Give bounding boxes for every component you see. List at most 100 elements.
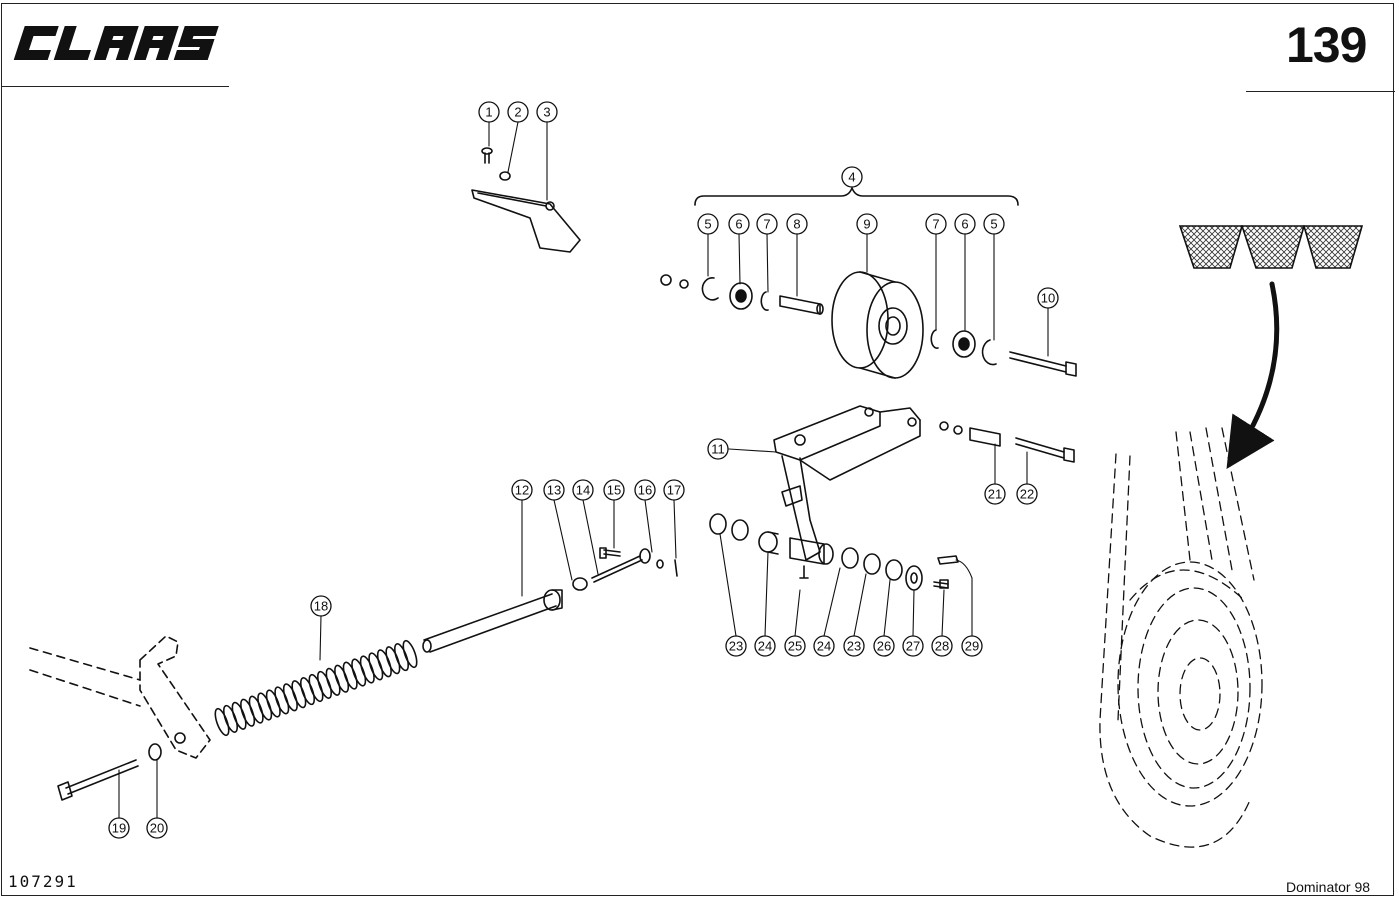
part-snap-ring-7-left bbox=[760, 291, 769, 311]
page-border bbox=[1, 3, 1394, 896]
callout-23: 23 bbox=[725, 635, 747, 657]
callout-27: 27 bbox=[902, 635, 924, 657]
svg-text:12: 12 bbox=[515, 483, 529, 498]
svg-text:1: 1 bbox=[485, 105, 492, 120]
svg-text:21: 21 bbox=[988, 487, 1002, 502]
claas-logo bbox=[13, 26, 219, 60]
svg-text:7: 7 bbox=[932, 217, 939, 232]
svg-text:23: 23 bbox=[847, 639, 861, 654]
callout-7: 7 bbox=[756, 213, 778, 235]
callout-11: 11 bbox=[707, 438, 729, 460]
part-nut-13 bbox=[572, 577, 588, 591]
callout-12: 12 bbox=[511, 479, 533, 501]
part-lock-plate-27 bbox=[905, 565, 923, 591]
svg-text:27: 27 bbox=[906, 639, 920, 654]
svg-text:17: 17 bbox=[667, 483, 681, 498]
model-name: Dominator 98 bbox=[1286, 879, 1371, 895]
callout-23: 23 bbox=[843, 635, 865, 657]
callout-29: 29 bbox=[961, 635, 983, 657]
callout-26: 26 bbox=[873, 635, 895, 657]
part-pin-29 bbox=[937, 555, 959, 565]
svg-text:11: 11 bbox=[711, 442, 725, 457]
svg-text:16: 16 bbox=[638, 483, 652, 498]
callout-24: 24 bbox=[754, 635, 776, 657]
part-bearing-6-left bbox=[729, 282, 753, 310]
part-bearing-6-right bbox=[952, 330, 976, 358]
svg-text:8: 8 bbox=[793, 217, 800, 232]
svg-text:26: 26 bbox=[877, 639, 891, 654]
callout-19: 19 bbox=[108, 817, 130, 839]
part-nut-2 bbox=[499, 171, 511, 181]
part-pivot-tube bbox=[789, 537, 834, 565]
part-bolt-1 bbox=[481, 147, 493, 164]
part-ring-16b bbox=[656, 559, 664, 569]
svg-text:6: 6 bbox=[961, 217, 968, 232]
part-washer-23-left-a bbox=[709, 513, 727, 535]
svg-text:19: 19 bbox=[112, 821, 126, 836]
part-bushing-21 bbox=[969, 427, 1001, 447]
part-tension-arm-11 bbox=[773, 405, 921, 561]
part-washer-23-left-b bbox=[731, 519, 749, 541]
svg-text:23: 23 bbox=[729, 639, 743, 654]
part-washer-26 bbox=[885, 559, 903, 581]
svg-text:29: 29 bbox=[965, 639, 979, 654]
part-washer-20 bbox=[148, 743, 162, 761]
svg-text:15: 15 bbox=[607, 483, 621, 498]
callout-28: 28 bbox=[931, 635, 953, 657]
callout-13: 13 bbox=[543, 479, 565, 501]
part-bolt-10 bbox=[1009, 351, 1077, 377]
svg-text:18: 18 bbox=[314, 599, 328, 614]
part-bolt-22 bbox=[1015, 437, 1075, 463]
svg-text:5: 5 bbox=[990, 217, 997, 232]
callout-1: 1 bbox=[478, 101, 500, 123]
svg-text:3: 3 bbox=[543, 105, 550, 120]
part-spring-18 bbox=[214, 639, 418, 737]
callout-8: 8 bbox=[786, 213, 808, 235]
part-cotter-pin-17 bbox=[674, 559, 678, 577]
svg-text:14: 14 bbox=[576, 483, 590, 498]
svg-text:22: 22 bbox=[1020, 487, 1034, 502]
callout-24: 24 bbox=[813, 635, 835, 657]
svg-text:5: 5 bbox=[704, 217, 711, 232]
callout-6: 6 bbox=[954, 213, 976, 235]
callout-17: 17 bbox=[663, 479, 685, 501]
part-nut-arm bbox=[939, 421, 963, 435]
callout-15: 15 bbox=[603, 479, 625, 501]
callout-14: 14 bbox=[572, 479, 594, 501]
svg-text:28: 28 bbox=[935, 639, 949, 654]
svg-text:10: 10 bbox=[1041, 291, 1055, 306]
part-screw-28 bbox=[933, 579, 949, 589]
part-circlip-5-right bbox=[981, 339, 997, 366]
svg-text:9: 9 bbox=[863, 217, 870, 232]
callout-4: 4 bbox=[841, 166, 863, 188]
callout-5: 5 bbox=[983, 213, 1005, 235]
callout-18: 18 bbox=[310, 595, 332, 617]
part-bushing-24-right bbox=[841, 547, 859, 569]
belt-drive-outline bbox=[1099, 427, 1263, 848]
part-shaft-8 bbox=[779, 295, 824, 315]
callout-21: 21 bbox=[984, 483, 1006, 505]
header-rule-right bbox=[1246, 91, 1395, 92]
svg-text:25: 25 bbox=[788, 639, 802, 654]
callout-25: 25 bbox=[784, 635, 806, 657]
callout-16: 16 bbox=[634, 479, 656, 501]
part-bracket-3 bbox=[471, 189, 581, 253]
svg-text:13: 13 bbox=[547, 483, 561, 498]
callout-3: 3 bbox=[536, 101, 558, 123]
v-belt-cross-section-icon bbox=[1178, 225, 1364, 269]
callout-20: 20 bbox=[146, 817, 168, 839]
svg-text:4: 4 bbox=[848, 170, 855, 185]
part-bolt-15 bbox=[599, 547, 621, 559]
callout-9: 9 bbox=[856, 213, 878, 235]
svg-text:6: 6 bbox=[735, 217, 742, 232]
page-number: 139 bbox=[1286, 17, 1367, 73]
callout-7: 7 bbox=[925, 213, 947, 235]
part-rod-12 bbox=[422, 589, 563, 653]
part-anchor-bracket bbox=[29, 635, 211, 759]
part-circlip-5-left bbox=[701, 277, 719, 301]
curved-arrow-icon bbox=[1226, 281, 1280, 470]
part-washer-23-right bbox=[863, 553, 881, 575]
